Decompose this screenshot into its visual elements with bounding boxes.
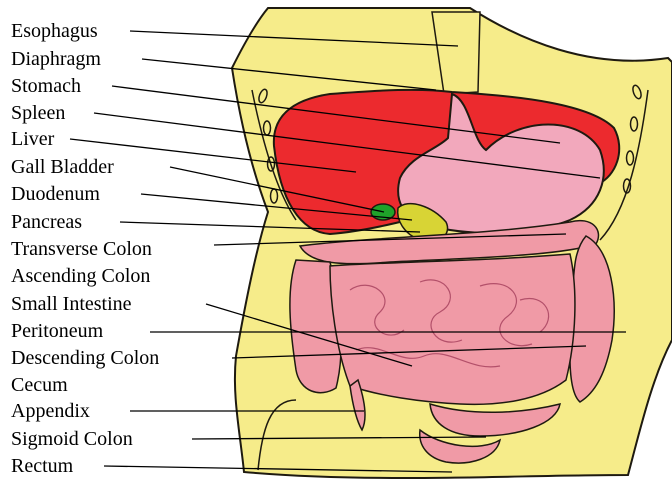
label-appendix: Appendix	[11, 400, 90, 422]
label-rectum: Rectum	[11, 455, 73, 477]
small-intestine	[330, 254, 575, 404]
label-stomach: Stomach	[11, 75, 81, 97]
label-liver: Liver	[11, 128, 54, 150]
label-duodenum: Duodenum	[11, 183, 100, 205]
label-spleen: Spleen	[11, 102, 65, 124]
label-peritoneum: Peritoneum	[11, 320, 103, 342]
label-diaphragm: Diaphragm	[11, 48, 101, 70]
label-ascending-colon: Ascending Colon	[11, 265, 150, 287]
label-pancreas: Pancreas	[11, 211, 82, 233]
label-esophagus: Esophagus	[11, 20, 98, 42]
label-gall-bladder: Gall Bladder	[11, 156, 114, 178]
label-sigmoid-colon: Sigmoid Colon	[11, 428, 133, 450]
label-descending-colon: Descending Colon	[11, 347, 159, 369]
label-transverse-colon: Transverse Colon	[11, 238, 152, 260]
label-small-intestine: Small Intestine	[11, 293, 132, 315]
label-cecum: Cecum	[11, 374, 68, 396]
